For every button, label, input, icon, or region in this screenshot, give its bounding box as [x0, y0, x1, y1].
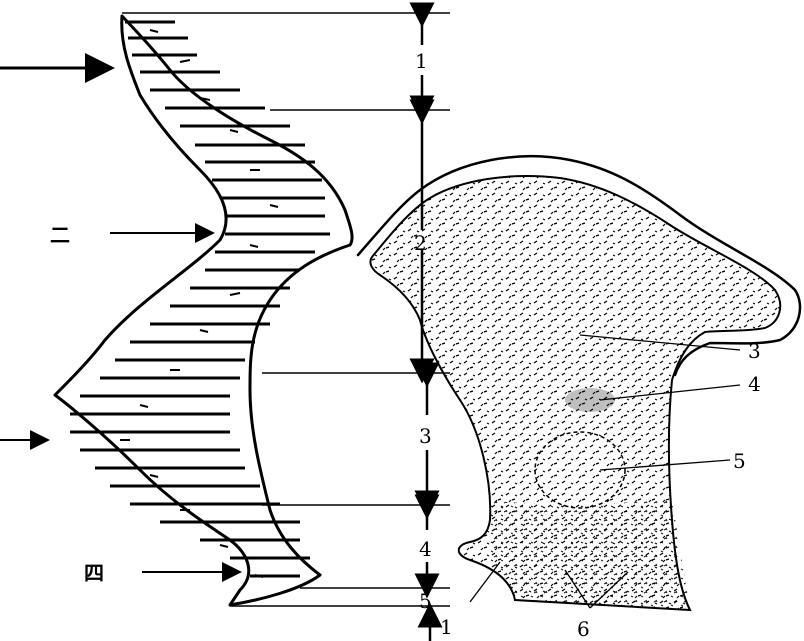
detail-label-4: 4 — [748, 372, 761, 396]
segment-label-4: 4 — [419, 537, 432, 561]
region-boundary-lines — [122, 13, 450, 606]
segment-label-5: 5 — [419, 589, 432, 613]
detail-label-5: 5 — [733, 449, 746, 473]
segment-label-3: 3 — [419, 424, 432, 448]
label-si: 四 — [84, 561, 104, 585]
detail-label-6: 6 — [577, 617, 590, 641]
vertebral-column — [55, 16, 352, 605]
label-er: 二 — [50, 223, 70, 247]
segment-label-1: 1 — [415, 49, 428, 73]
bottom-label-1: 1 — [440, 615, 453, 639]
detail-label-3: 3 — [748, 339, 761, 363]
